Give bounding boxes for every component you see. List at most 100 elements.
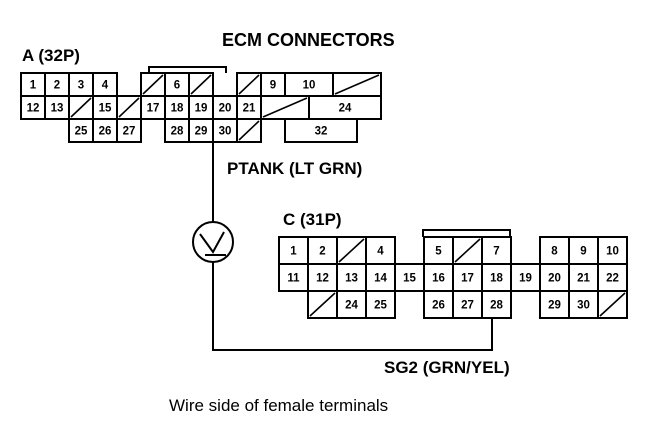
c-pin-2: 2	[307, 236, 338, 265]
a-pin-15: 15	[92, 95, 118, 120]
a-pin-1: 1	[20, 72, 46, 97]
svg-text:25: 25	[374, 300, 387, 312]
a-pin-25: 25	[68, 118, 94, 143]
a-blank-cavity	[260, 95, 310, 120]
c-pin-7: 7	[481, 236, 512, 265]
a-blank-cavity	[188, 72, 214, 97]
svg-text:15: 15	[99, 103, 112, 115]
svg-text:24: 24	[339, 103, 352, 115]
a-pin-3: 3	[68, 72, 94, 97]
svg-text:14: 14	[374, 273, 387, 285]
a-pin-26: 26	[92, 118, 118, 143]
svg-text:25: 25	[75, 126, 88, 138]
a-pin-32: 32	[284, 118, 358, 143]
sg2-wire-label: SG2 (GRN/YEL)	[384, 358, 510, 377]
svg-text:13: 13	[51, 103, 64, 115]
c-pin-27: 27	[452, 290, 483, 319]
svg-text:17: 17	[461, 273, 474, 285]
svg-text:5: 5	[435, 246, 442, 258]
c-pin-8: 8	[539, 236, 570, 265]
svg-text:9: 9	[580, 246, 586, 258]
c-pin-14: 14	[365, 263, 396, 292]
c-pin-11: 11	[278, 263, 309, 292]
a-pin-2: 2	[44, 72, 70, 97]
svg-text:2: 2	[54, 80, 60, 92]
svg-text:10: 10	[303, 80, 316, 92]
c-pin-18: 18	[481, 263, 512, 292]
a-blank-cavity	[236, 72, 262, 97]
a-pin-28: 28	[164, 118, 190, 143]
a-pin-21: 21	[236, 95, 262, 120]
svg-text:12: 12	[316, 273, 329, 285]
footer-caption: Wire side of female terminals	[169, 396, 389, 415]
a-pin-19: 19	[188, 95, 214, 120]
a-pin-9: 9	[260, 72, 286, 97]
ptank-wire-label: PTANK (LT GRN)	[227, 159, 363, 178]
c-pin-12: 12	[307, 263, 338, 292]
svg-text:2: 2	[319, 246, 325, 258]
svg-text:9: 9	[270, 80, 276, 92]
a-pin-4: 4	[92, 72, 118, 97]
svg-text:28: 28	[171, 126, 184, 138]
c-blank-cavity	[452, 236, 483, 265]
a-pin-29: 29	[188, 118, 214, 143]
connector-c-label: C (31P)	[283, 210, 342, 229]
c-blank-cavity	[307, 290, 338, 319]
c-pin-9: 9	[568, 236, 599, 265]
svg-text:13: 13	[345, 273, 358, 285]
c-pin-29: 29	[539, 290, 570, 319]
c-pin-22: 22	[597, 263, 628, 292]
svg-text:4: 4	[377, 246, 384, 258]
svg-text:1: 1	[30, 80, 37, 92]
svg-text:15: 15	[403, 273, 416, 285]
svg-text:1: 1	[290, 246, 297, 258]
a-pin-17: 17	[140, 95, 166, 120]
c-pin-13: 13	[336, 263, 367, 292]
c-pin-19: 19	[510, 263, 541, 292]
c-pin-28: 28	[481, 290, 512, 319]
svg-text:29: 29	[548, 300, 561, 312]
svg-text:26: 26	[99, 126, 112, 138]
svg-text:17: 17	[147, 103, 160, 115]
svg-text:32: 32	[315, 126, 328, 138]
svg-text:8: 8	[551, 246, 558, 258]
wiring	[192, 141, 493, 351]
c-blank-cavity	[597, 290, 628, 319]
a-blank-cavity	[116, 95, 142, 120]
c-pin-5: 5	[423, 236, 454, 265]
c-pin-24: 24	[336, 290, 367, 319]
svg-text:27: 27	[461, 300, 474, 312]
a-pin-24: 24	[308, 95, 382, 120]
a-pin-18: 18	[164, 95, 190, 120]
a-blank-cavity	[332, 72, 382, 97]
connector-a-label: A (32P)	[22, 46, 80, 65]
c-pin-20: 20	[539, 263, 570, 292]
svg-text:24: 24	[345, 300, 358, 312]
c-pin-10: 10	[597, 236, 628, 265]
a-pin-13: 13	[44, 95, 70, 120]
voltmeter-needle	[199, 231, 226, 256]
a-pin-10: 10	[284, 72, 334, 97]
a-pin-6: 6	[164, 72, 190, 97]
c-blank-cavity	[336, 236, 367, 265]
svg-text:11: 11	[287, 273, 300, 285]
svg-text:29: 29	[195, 126, 208, 138]
svg-text:19: 19	[519, 273, 532, 285]
svg-text:20: 20	[219, 103, 232, 115]
svg-text:30: 30	[577, 300, 590, 312]
svg-text:6: 6	[174, 80, 180, 92]
a-pin-30: 30	[212, 118, 238, 143]
svg-text:7: 7	[493, 246, 499, 258]
diagram-title: ECM CONNECTORS	[222, 30, 395, 50]
a-pin-27: 27	[116, 118, 142, 143]
svg-text:4: 4	[102, 80, 109, 92]
svg-text:28: 28	[490, 300, 503, 312]
svg-text:18: 18	[171, 103, 184, 115]
a-blank-cavity	[140, 72, 166, 97]
a-blank-cavity	[236, 118, 262, 143]
svg-text:3: 3	[78, 80, 84, 92]
c-pin-25: 25	[365, 290, 396, 319]
